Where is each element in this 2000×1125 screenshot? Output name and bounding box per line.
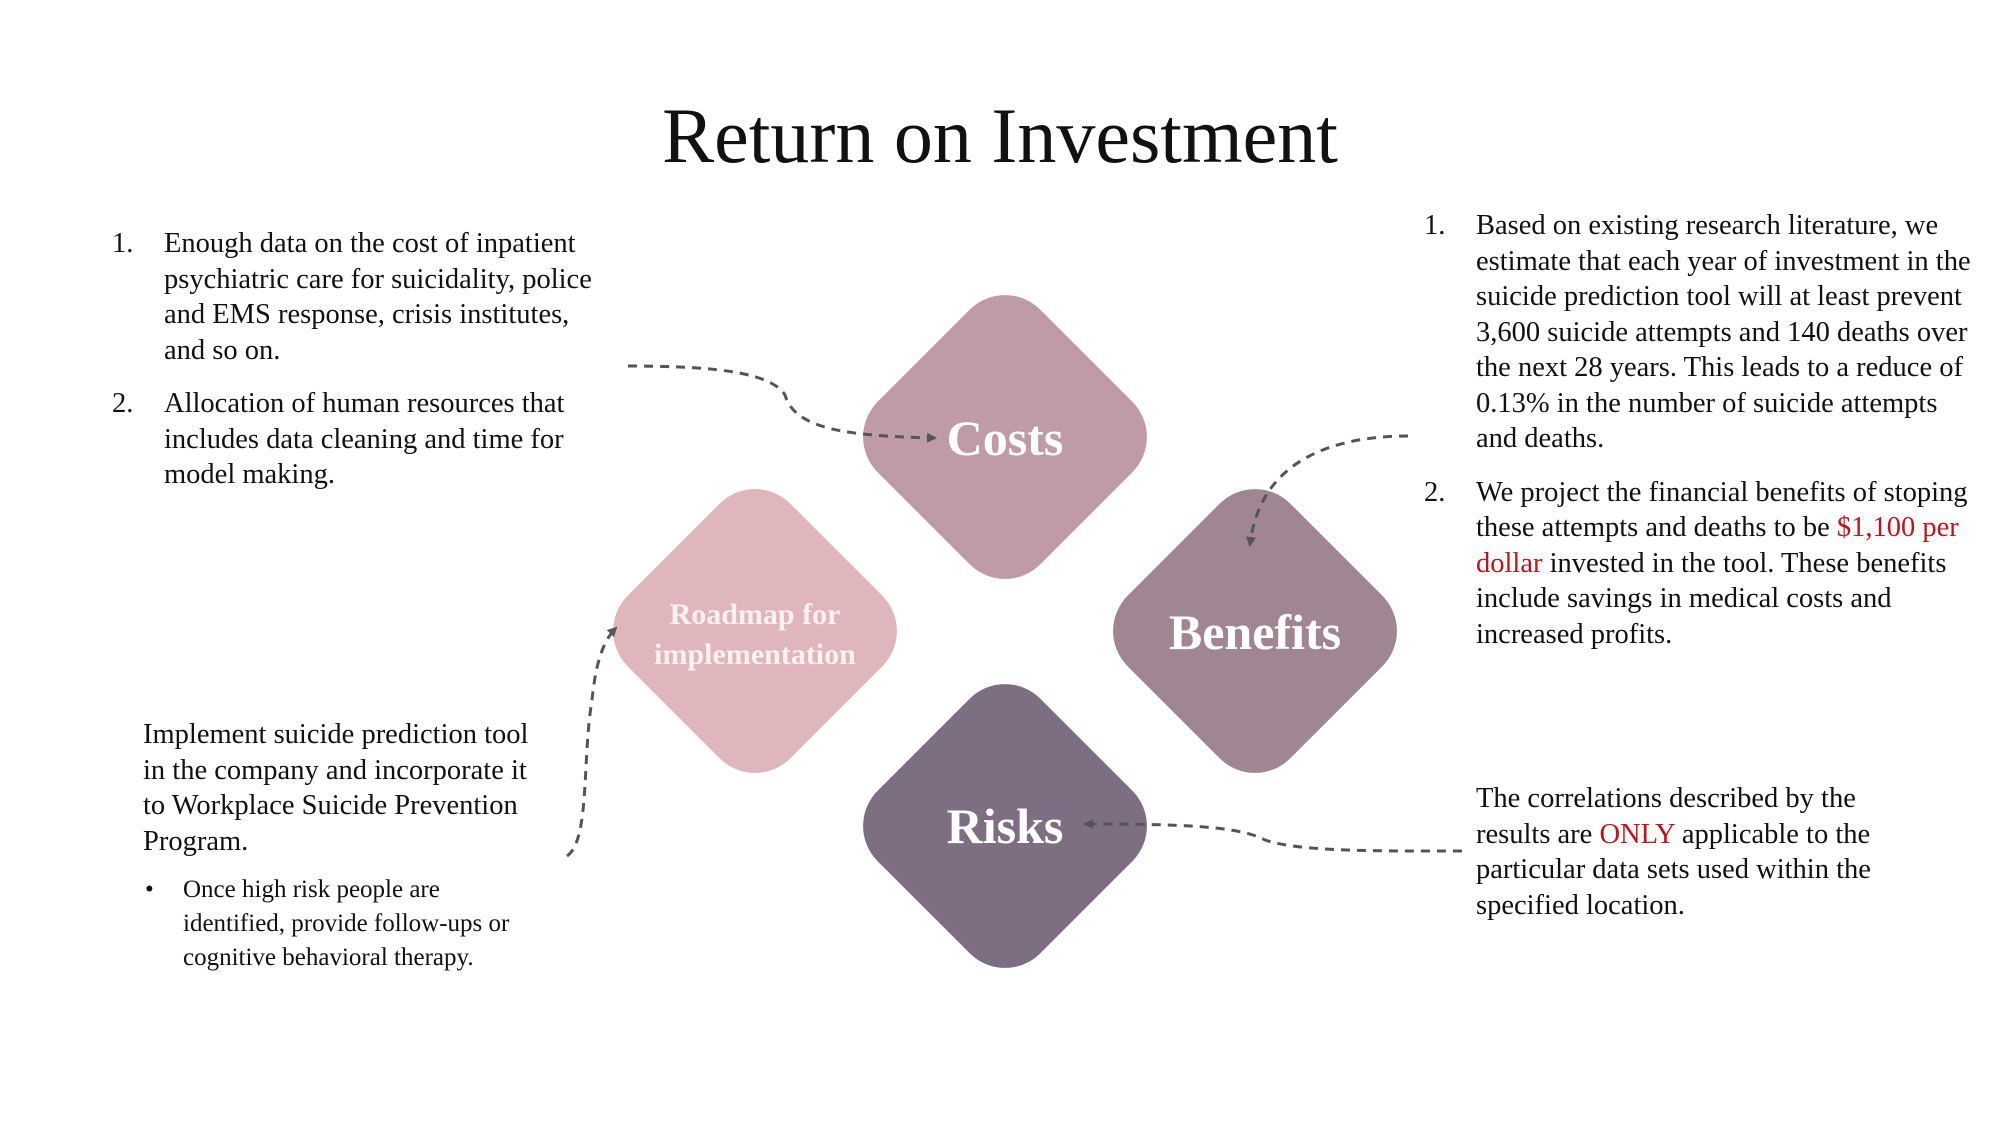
benefits-item-1: 1. Based on existing research literature… xyxy=(1424,208,1979,457)
benefits-item-2-text-after: invested in the tool. These benefits inc… xyxy=(1476,547,1947,650)
risks-text-before: The correlations described by the result… xyxy=(1476,783,1856,850)
roadmap-explanation: Implement suicide prediction tool in the… xyxy=(143,717,543,975)
roadmap-main-text: Implement suicide prediction tool in the… xyxy=(143,719,529,857)
roadmap-label: Roadmap for implementation xyxy=(615,580,895,690)
risks-label: Risks xyxy=(946,798,1064,854)
costs-item-2-number: 2. xyxy=(112,388,134,419)
costs-arrow xyxy=(627,364,937,443)
costs-item-1: 1. Enough data on the cost of inpatient … xyxy=(112,226,612,368)
roadmap-label-line-1: Roadmap for xyxy=(669,598,841,631)
roadmap-bullet-list: • Once high risk people are identified, … xyxy=(143,873,543,975)
costs-item-2-text: Allocation of human resources that inclu… xyxy=(164,388,565,490)
benefits-item-2-text: We project the financial benefits of sto… xyxy=(1476,477,1968,650)
risks-arrow xyxy=(1083,819,1463,853)
roadmap-label-line-2: implementation xyxy=(654,638,856,671)
benefits-item-1-number: 1. xyxy=(1424,210,1446,241)
benefits-item-1-text: Based on existing research literature, w… xyxy=(1476,210,1971,454)
costs-label: Costs xyxy=(946,410,1064,466)
roadmap-bullet-text: Once high risk people are identified, pr… xyxy=(183,876,510,971)
costs-explanation: 1. Enough data on the cost of inpatient … xyxy=(112,226,612,511)
costs-item-2: 2. Allocation of human resources that in… xyxy=(112,386,612,493)
roadmap-bullet: • Once high risk people are identified, … xyxy=(143,873,543,975)
benefits-item-2-text-before: We project the financial benefits of sto… xyxy=(1476,476,1968,544)
risks-explanation: The correlations described by the result… xyxy=(1476,781,1916,923)
risks-text-after: applicable to the particular data sets u… xyxy=(1476,818,1871,921)
benefits-item-2: 2. We project the financial benefits of … xyxy=(1424,475,1979,653)
costs-item-1-number: 1. xyxy=(112,228,134,259)
costs-item-1-text: Enough data on the cost of inpatient psy… xyxy=(164,228,592,366)
benefits-highlight: $1,100 per dollar xyxy=(1476,512,1959,579)
benefits-item-2-number: 2. xyxy=(1424,476,1446,508)
benefits-explanation: 1. Based on existing research literature… xyxy=(1424,208,1979,670)
bullet-icon: • xyxy=(145,876,154,903)
risks-highlight: ONLY xyxy=(1599,818,1675,850)
benefits-arrow xyxy=(1245,434,1409,547)
page-title: Return on Investment xyxy=(662,92,1338,179)
benefits-label: Benefits xyxy=(1168,604,1342,660)
roadmap-arrow xyxy=(566,626,618,858)
